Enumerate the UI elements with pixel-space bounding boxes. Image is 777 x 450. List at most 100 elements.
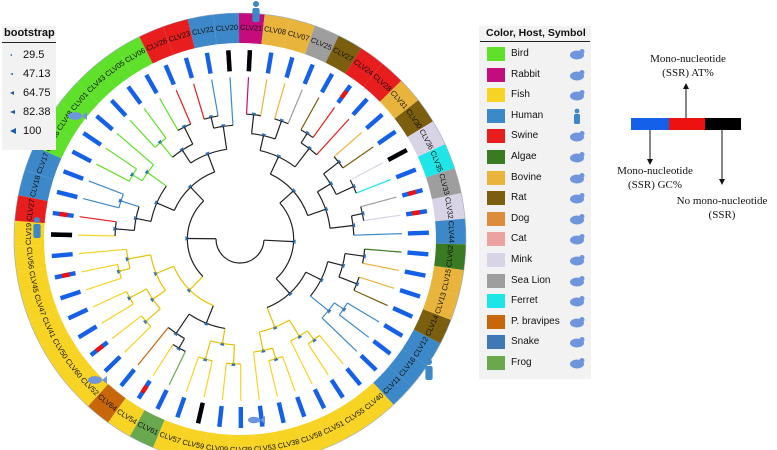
host-ring-segment: [434, 243, 466, 271]
bootstrap-value: 82.38: [23, 106, 51, 118]
branch-line: [137, 327, 169, 366]
host-ring-segment: [304, 25, 339, 63]
tip-label: CLV20: [216, 23, 239, 33]
branch-line: [266, 307, 276, 328]
host-ring-segment: [179, 427, 208, 450]
branch-line: [205, 305, 214, 324]
bootstrap-value: 47.13: [23, 68, 51, 80]
ssr-bar: [407, 250, 429, 257]
host-ring-segment: [283, 18, 315, 55]
branch-line: [96, 163, 130, 182]
legend-swatch: [487, 211, 505, 226]
host-ring-segment: [204, 432, 230, 450]
host-ring-segment: [261, 14, 291, 48]
legend-swatch: [487, 232, 505, 247]
ssr-bar: [372, 339, 392, 356]
ssr-bar: [175, 396, 187, 419]
tip-label: CLV59: [182, 437, 206, 450]
ssr-bar: [204, 52, 213, 74]
ssr-bar: [126, 85, 143, 105]
legend-item-swine: Swine: [487, 129, 591, 145]
legend-label: Rabbit: [511, 68, 540, 80]
ssr-bars: [51, 50, 429, 429]
ssr-bar: [155, 389, 169, 410]
tip-label: CLV22: [191, 24, 214, 37]
host-ring-segment: [96, 49, 134, 88]
branch-line: [129, 119, 156, 148]
host-ring-segment: [429, 265, 464, 296]
branch-line: [81, 263, 118, 273]
branch-line: [300, 133, 308, 144]
host-ring-segment: [29, 310, 68, 346]
ssr-legend-arrows: [647, 83, 725, 185]
tip-label: CLV21: [240, 23, 263, 33]
ssr-bar-segment: [95, 344, 105, 353]
legend-label: Mink: [511, 254, 533, 265]
branch-line: [353, 233, 402, 236]
tip-label: CLV39: [230, 445, 252, 450]
legend-label: Frog: [511, 357, 532, 368]
branch-line: [287, 89, 303, 124]
legend-label: Rat: [511, 192, 527, 204]
branch-line: [211, 79, 219, 117]
host-ring-segment: [40, 331, 79, 368]
host-ring-segment: [163, 19, 195, 55]
ferret-icon: [570, 296, 585, 307]
ssr-gc-label: Mono-nucleotide(SSR) GC%: [617, 165, 693, 191]
ssr-bar: [257, 405, 265, 427]
branch-line: [229, 77, 234, 126]
branch-line: [338, 314, 370, 338]
branch-line: [344, 252, 364, 257]
branch-line: [210, 117, 215, 129]
host-ring-segment: [108, 398, 145, 437]
ssr-bar: [392, 306, 414, 319]
pig-icon: [570, 131, 585, 142]
ssr-bar: [77, 324, 98, 340]
legend-swatch: [487, 129, 505, 144]
ssr-bar: [359, 353, 378, 372]
mink-icon: [570, 255, 585, 266]
legend-swatch: [487, 314, 505, 329]
ssr-bar: [351, 97, 369, 117]
legend-item-frog: Frog: [487, 356, 591, 372]
legend-item-mink: Mink: [487, 253, 591, 269]
branch-line: [290, 340, 313, 385]
branch-line: [78, 234, 116, 237]
branch-arc: [215, 238, 265, 264]
branch-line: [204, 340, 212, 360]
legend-swatch: [487, 108, 505, 123]
bootstrap-legend-row: 47.13: [10, 68, 51, 80]
branch-line: [143, 108, 167, 139]
legend-item-p-bravipes: P. bravipes: [487, 314, 591, 331]
ssr-at-segment: [669, 118, 705, 130]
branch-line: [327, 261, 343, 267]
ssr-bar-segment: [195, 402, 205, 424]
ssr-bar-segment: [140, 384, 149, 394]
human-icon: [425, 359, 433, 380]
fish-icon: [88, 376, 107, 384]
ssr-none-segment: [705, 118, 741, 130]
ssr-bar: [312, 388, 327, 410]
branch-line: [185, 356, 200, 393]
ssr-bar: [284, 56, 295, 79]
host-ring-segment: [317, 409, 353, 447]
legend-item-rabbit: Rabbit: [487, 67, 591, 84]
branch-line: [159, 142, 173, 158]
legend-swatch: [487, 67, 505, 82]
branch-line: [310, 295, 329, 312]
ssr-bar-segment: [339, 89, 349, 100]
legend-swatch: [487, 170, 505, 185]
tip-label: CLV45: [27, 270, 40, 293]
bootstrap-legend-row: 100: [10, 125, 41, 137]
branch-line: [105, 147, 137, 170]
gc-arrow-head: [647, 159, 653, 165]
branch-line: [349, 162, 384, 181]
bootstrap-value: 29.5: [23, 49, 45, 61]
branch-line: [282, 356, 296, 392]
ssr-bar-segment: [407, 189, 417, 197]
legend-swatch: [487, 335, 505, 350]
host-legend-title: Color, Host, Symbol: [486, 27, 586, 39]
tree-branches: [78, 77, 402, 402]
legend-label: Bird: [511, 48, 529, 59]
ssr-bar: [364, 112, 384, 131]
